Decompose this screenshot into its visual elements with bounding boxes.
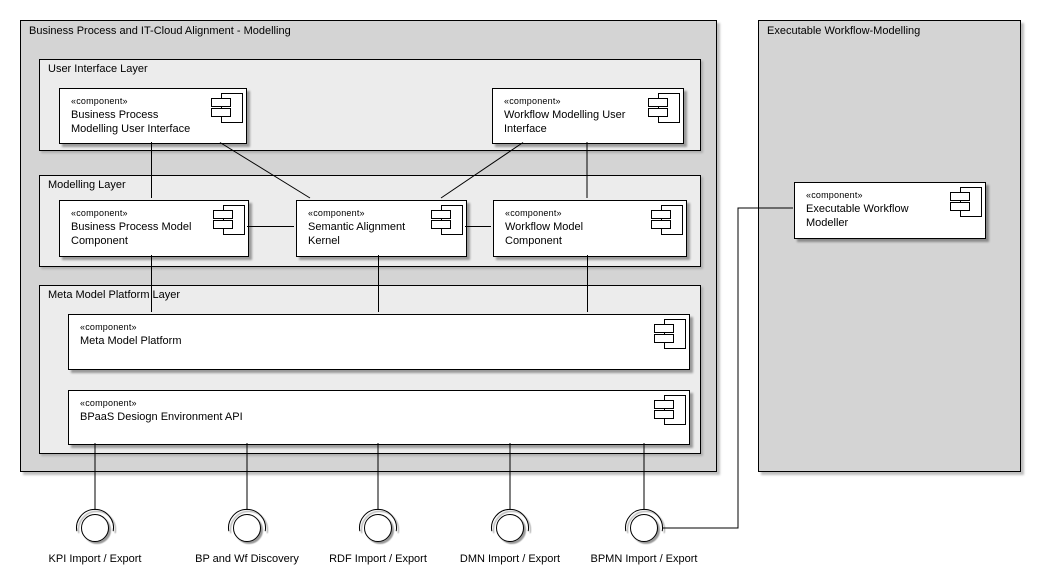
layer-title-modelling: Modelling Layer bbox=[48, 179, 126, 191]
layer-user-interface: User Interface Layer «component» Busines… bbox=[39, 59, 701, 151]
frame-title-executable-workflow: Executable Workflow-Modelling bbox=[767, 25, 921, 37]
uml-component-icon bbox=[651, 205, 683, 235]
interface-ball-icon-kpi bbox=[76, 508, 114, 542]
component-bpaas-design-environment-api: «component» BPaaS Desiogn Environment AP… bbox=[68, 390, 690, 445]
component-name: Business Process Model Component bbox=[71, 221, 192, 247]
interface-ball-icon-bpmn bbox=[625, 508, 663, 542]
uml-component-icon bbox=[950, 187, 982, 217]
layer-title-meta-model-platform: Meta Model Platform Layer bbox=[48, 289, 181, 301]
interface-ball-icon-rdf bbox=[359, 508, 397, 542]
stereotype-label: «component» bbox=[71, 96, 128, 106]
uml-component-icon bbox=[211, 93, 243, 123]
component-name: Workflow Modelling User Interface bbox=[504, 109, 626, 135]
stereotype-label: «component» bbox=[80, 398, 137, 408]
component-name: BPaaS Desiogn Environment API bbox=[80, 411, 243, 423]
frame-title-bp-it-cloud: Business Process and IT-Cloud Alignment … bbox=[29, 25, 291, 37]
component-name: Workflow Model Component bbox=[505, 221, 584, 247]
component-name: Executable Workflow Modeller bbox=[806, 203, 909, 229]
uml-component-icon bbox=[648, 93, 680, 123]
stereotype-label: «component» bbox=[504, 96, 561, 106]
component-workflow-modelling-ui: «component» Workflow Modelling User Inte… bbox=[492, 88, 684, 144]
interface-label-dmn: DMN Import / Export bbox=[459, 553, 561, 565]
component-business-process-model: «component» Business Process Model Compo… bbox=[59, 200, 249, 257]
component-executable-workflow-modeller: «component» Executable Workflow Modeller bbox=[794, 182, 986, 239]
component-workflow-model: «component» Workflow Model Component bbox=[493, 200, 687, 257]
interface-label-bp-wf-discovery: BP and Wf Discovery bbox=[195, 553, 299, 565]
component-business-process-modelling-ui: «component» Business Process Modelling U… bbox=[59, 88, 247, 144]
interface-ball-icon-dmn bbox=[491, 508, 529, 542]
interface-label-kpi: KPI Import / Export bbox=[48, 553, 142, 565]
component-name: Business Process Modelling User Interfac… bbox=[71, 109, 191, 135]
frame-executable-workflow-modelling: Executable Workflow-Modelling «component… bbox=[758, 20, 1021, 472]
interface-ball-icon-bp-wf-discovery bbox=[228, 508, 266, 542]
layer-title-user-interface: User Interface Layer bbox=[48, 63, 148, 75]
uml-component-icon bbox=[654, 395, 686, 425]
stereotype-label: «component» bbox=[806, 190, 863, 200]
component-semantic-alignment-kernel: «component» Semantic Alignment Kernel bbox=[296, 200, 467, 257]
component-meta-model-platform: «component» Meta Model Platform bbox=[68, 314, 690, 370]
frame-bp-it-cloud-alignment: Business Process and IT-Cloud Alignment … bbox=[20, 20, 717, 472]
component-name: Meta Model Platform bbox=[80, 335, 182, 347]
stereotype-label: «component» bbox=[308, 208, 365, 218]
component-name: Semantic Alignment Kernel bbox=[308, 221, 406, 247]
uml-component-icon bbox=[654, 319, 686, 349]
stereotype-label: «component» bbox=[71, 208, 128, 218]
uml-component-icon bbox=[431, 205, 463, 235]
uml-component-icon bbox=[213, 205, 245, 235]
layer-modelling: Modelling Layer «component» Business Pro… bbox=[39, 175, 701, 267]
interface-label-rdf: RDF Import / Export bbox=[329, 553, 427, 565]
stereotype-label: «component» bbox=[80, 322, 137, 332]
interface-label-bpmn: BPMN Import / Export bbox=[590, 553, 698, 565]
layer-meta-model-platform: Meta Model Platform Layer «component» Me… bbox=[39, 285, 701, 454]
stereotype-label: «component» bbox=[505, 208, 562, 218]
